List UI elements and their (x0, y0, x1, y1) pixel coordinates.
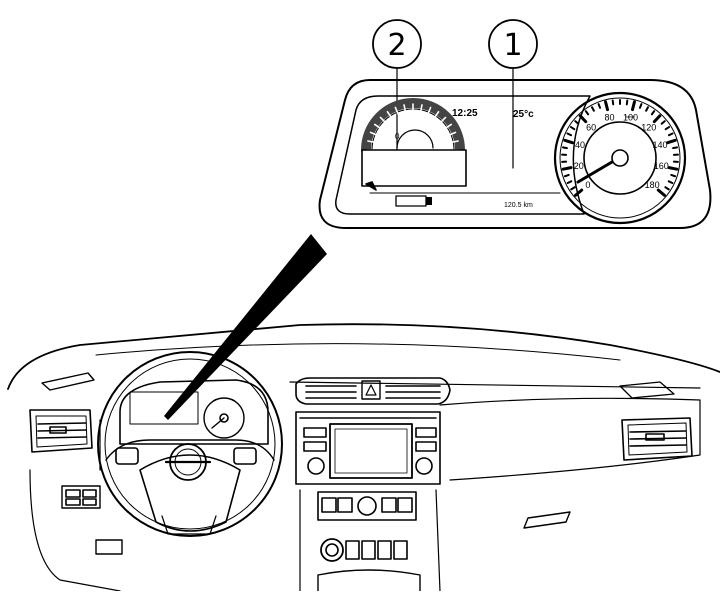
left-audio-knob[interactable] (308, 458, 324, 474)
speedometer-tick (571, 127, 574, 129)
speedometer-tick (567, 133, 571, 135)
speedometer-label: 40 (575, 140, 585, 150)
climate-button-left-1[interactable] (322, 498, 336, 512)
speedometer-tick (599, 104, 600, 108)
console-switch-1[interactable] (346, 541, 359, 559)
left-side-air-vent (30, 410, 92, 452)
speedometer-tick (662, 121, 665, 124)
outside-temperature: 25°c (513, 109, 534, 120)
speedometer-tick (665, 187, 668, 189)
speedometer-label: 60 (586, 122, 596, 132)
climate-button-right-1[interactable] (382, 498, 396, 512)
climate-button-left-2[interactable] (338, 498, 352, 512)
speedometer-tick (669, 181, 673, 183)
odometer-display: 120.5 km (504, 202, 533, 209)
callout-1: 1 (489, 20, 537, 168)
speedometer-tick (640, 104, 641, 108)
warning-display-area (362, 150, 466, 186)
hazard-icon (366, 385, 376, 395)
left-defroster-vent (42, 373, 94, 390)
right-side-air-vent (622, 418, 692, 460)
steering-hub (140, 455, 240, 531)
speedometer-tick (632, 102, 634, 110)
speedometer-tick (571, 187, 574, 189)
speedometer-tick (592, 107, 594, 111)
callout-1-label: 1 (503, 28, 522, 63)
speedometer-tick (563, 147, 567, 148)
speedometer-tick (580, 116, 585, 122)
speedometer-tick (565, 175, 569, 176)
speedometer-tick (673, 147, 677, 148)
lower-console-switches (321, 539, 407, 561)
power-switch[interactable] (321, 539, 343, 561)
speedometer-unit: km/h (626, 114, 635, 119)
speedometer-label: 80 (605, 112, 615, 122)
console-switch-4[interactable] (394, 541, 407, 559)
speedometer-label: 0 (585, 180, 590, 190)
console-switch-2[interactable] (362, 541, 375, 559)
speedometer-tick (666, 127, 669, 129)
speedometer-tick (563, 168, 571, 170)
climate-button-right-2[interactable] (398, 498, 412, 512)
speedometer-tick (658, 190, 664, 195)
hood-release[interactable] (96, 540, 122, 554)
speedometer-tick (568, 181, 572, 183)
speedometer-label: 20 (574, 161, 584, 171)
speedometer-tick (586, 111, 588, 114)
climate-knob[interactable] (358, 497, 376, 515)
speedometer-tick (613, 100, 614, 104)
speedometer-tick (606, 102, 608, 110)
power-meter: 0 (362, 103, 466, 190)
audio-display-unit (296, 412, 440, 484)
speedometer-tick (654, 116, 659, 122)
wheel-buttons-left[interactable] (116, 448, 138, 464)
wheel-buttons-right[interactable] (234, 448, 256, 464)
climate-controls (318, 492, 416, 520)
clock-display: 12:25 (452, 108, 478, 119)
speedometer-tick (669, 133, 673, 135)
glove-box-handle[interactable] (524, 512, 570, 528)
callout-2-label: 2 (387, 28, 406, 63)
speedometer-tick (669, 168, 677, 170)
dashboard (8, 324, 720, 591)
speedometer-tick (575, 121, 578, 124)
right-defroster-vent (620, 382, 674, 398)
speedometer-tick (627, 100, 628, 104)
speedometer-tick (671, 175, 675, 176)
speedometer-tick (565, 140, 573, 142)
right-audio-knob[interactable] (416, 458, 432, 474)
battery-gauge (396, 196, 426, 206)
center-display-screen (330, 424, 412, 478)
speedometer-tick (668, 140, 676, 142)
speedometer-tick (646, 107, 648, 111)
left-lower-switch-panel (62, 486, 122, 554)
speedometer-tick (652, 111, 654, 114)
console-switch-3[interactable] (378, 541, 391, 559)
